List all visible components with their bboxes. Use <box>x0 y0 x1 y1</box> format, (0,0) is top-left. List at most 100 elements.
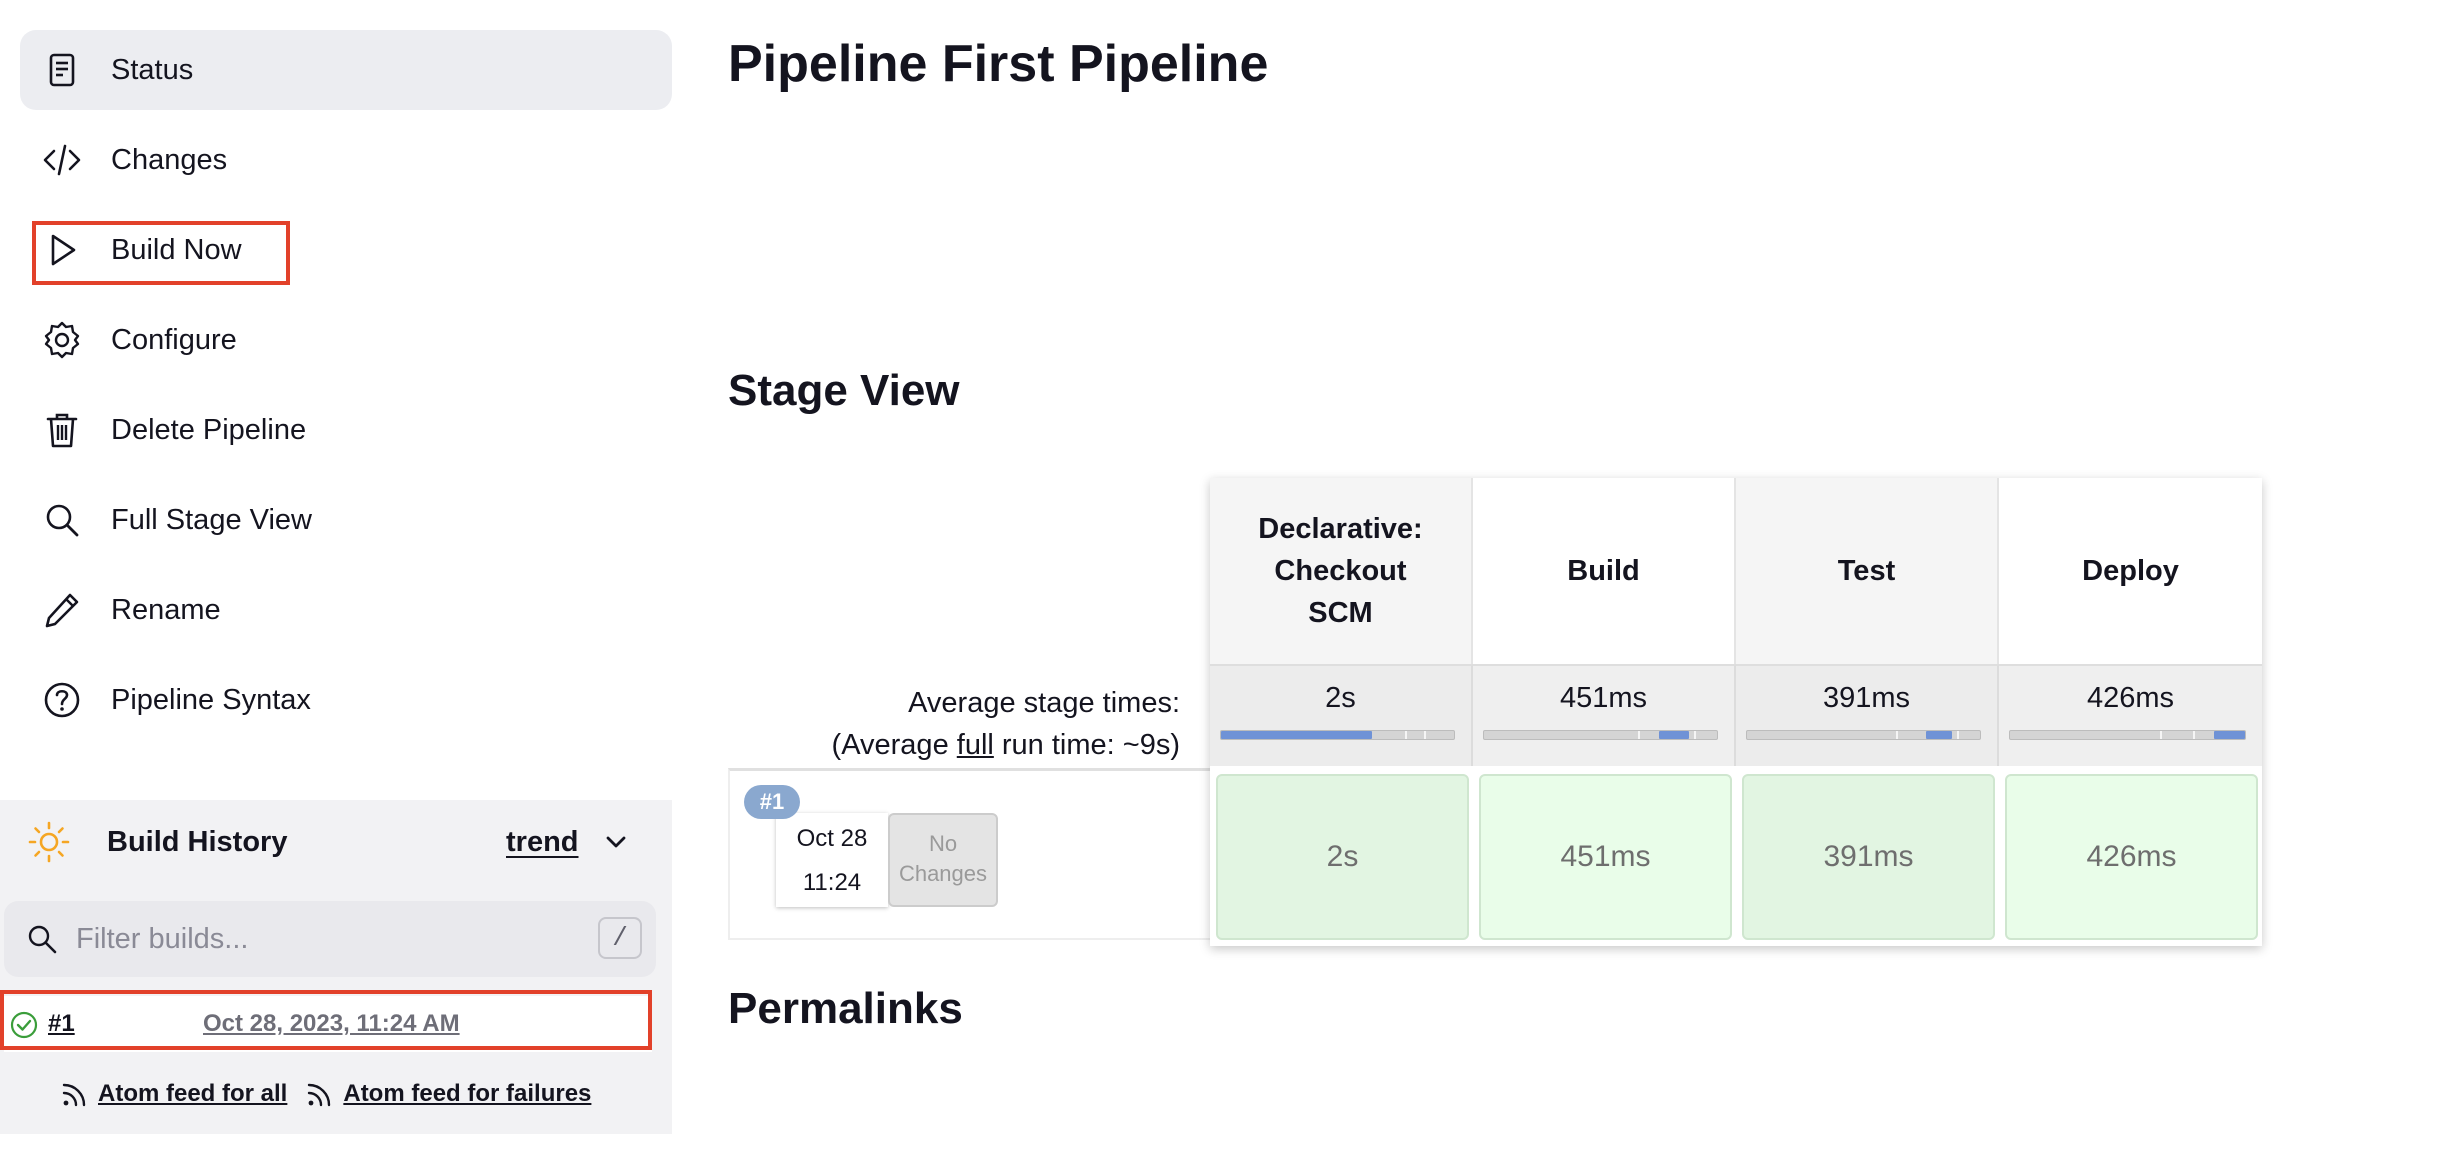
rss-icon <box>308 1083 331 1107</box>
task-configure[interactable]: Configure <box>20 300 672 380</box>
progress-tick <box>1896 731 1899 739</box>
stage-header-checkout-scm: Declarative: Checkout SCM <box>1210 478 1473 664</box>
average-full-suffix: run time: ~9s) <box>993 729 1180 761</box>
stage-progress-fill <box>2214 731 2245 739</box>
sidebar: Status Changes Build Now Configure Delet… <box>0 0 672 1156</box>
atom-feed-all-label[interactable]: Atom feed for all <box>98 1080 288 1107</box>
stage-header-build: Build <box>1473 478 1736 664</box>
task-label: Pipeline Syntax <box>111 684 311 716</box>
average-full-run-time: (Average full run time: ~9s) <box>728 724 1180 766</box>
stage-average-time: 391ms <box>1822 682 1911 714</box>
search-icon <box>26 923 58 955</box>
stage-view-heading: Stage View <box>728 366 960 415</box>
stage-progress-track <box>1220 730 1455 740</box>
filter-builds-box: / <box>4 901 656 977</box>
build-history-panel: / #1 Oct 28, 2023, 11:24 AM Atom feed fo… <box>0 884 672 1134</box>
task-label: Build Now <box>111 234 242 266</box>
atom-feed-all[interactable]: Atom feed for all <box>60 1079 287 1109</box>
average-full-prefix: (Average <box>831 729 957 761</box>
stage-name: Test <box>1837 555 1896 587</box>
progress-tick <box>1637 731 1640 739</box>
stage-result-cell[interactable]: 391ms <box>1742 774 1995 940</box>
build-history-header: Build History trend <box>0 800 672 884</box>
stage-average-cell: 391ms <box>1736 664 1999 766</box>
pencil-icon <box>42 590 82 630</box>
stage-result-cell[interactable]: 451ms <box>1479 774 1732 940</box>
task-rename[interactable]: Rename <box>20 570 672 650</box>
filter-builds-input[interactable] <box>76 911 576 967</box>
stage-header-deploy: Deploy <box>1999 478 2262 664</box>
task-label: Delete Pipeline <box>111 414 307 446</box>
stage-average-cell: 426ms <box>1999 664 2262 766</box>
keyboard-shortcut-hint: / <box>598 917 642 959</box>
stage-result-cell[interactable]: 426ms <box>2005 774 2258 940</box>
stage-name: Build <box>1567 555 1640 587</box>
task-delete-pipeline[interactable]: Delete Pipeline <box>20 390 672 470</box>
stage-result-cell[interactable]: 2s <box>1216 774 1469 940</box>
stage-result-time: 451ms <box>1560 840 1651 873</box>
atom-feeds: Atom feed for all Atom feed for failures <box>60 1074 609 1114</box>
permalinks-heading: Permalinks <box>728 984 963 1033</box>
progress-tick <box>1423 731 1426 739</box>
task-changes[interactable]: Changes <box>20 120 672 200</box>
success-check-icon <box>10 1011 38 1039</box>
stage-progress-track <box>1483 730 1718 740</box>
run-badge[interactable]: #1 <box>744 785 800 819</box>
gear-icon <box>42 320 82 360</box>
run-time: 11:24 <box>802 869 862 896</box>
page-title: Pipeline First Pipeline <box>728 35 1269 93</box>
run-date: Oct 28 <box>796 825 868 852</box>
stage-name: Deploy <box>2082 555 2179 587</box>
progress-tick <box>2160 731 2163 739</box>
stage-average-cell: 2s <box>1210 664 1473 766</box>
build-row[interactable]: #1 Oct 28, 2023, 11:24 AM <box>4 996 652 1052</box>
trash-icon <box>42 410 82 450</box>
stage-grid: Declarative: Checkout SCM Build Test Dep… <box>1210 478 2262 946</box>
task-build-now[interactable]: Build Now <box>20 210 672 290</box>
stage-average-time: 451ms <box>1559 682 1648 714</box>
document-icon <box>42 50 82 90</box>
search-icon <box>42 500 82 540</box>
task-label: Status <box>111 54 194 86</box>
task-label: Changes <box>111 144 228 176</box>
help-circle-icon <box>42 680 82 720</box>
task-label: Configure <box>111 324 237 356</box>
progress-tick <box>1405 731 1408 739</box>
task-label: Rename <box>111 594 221 626</box>
progress-tick <box>2193 731 2196 739</box>
stage-name: Declarative: Checkout SCM <box>1258 513 1423 629</box>
stage-view-table: Average stage times: (Average full run t… <box>728 478 2268 948</box>
build-date-link[interactable]: Oct 28, 2023, 11:24 AM <box>203 1010 460 1037</box>
rss-icon <box>62 1083 86 1107</box>
trend-link[interactable]: trend <box>506 826 579 858</box>
average-full-link[interactable]: full <box>956 729 994 761</box>
task-status[interactable]: Status <box>20 30 672 110</box>
stage-progress-track <box>2009 730 2246 740</box>
build-history-title: Build History <box>107 826 288 858</box>
average-stage-times-text: Average stage times: <box>908 687 1180 719</box>
play-icon <box>42 230 82 270</box>
atom-feed-failures[interactable]: Atom feed for failures <box>305 1079 591 1109</box>
progress-tick <box>1693 731 1696 739</box>
sun-icon <box>27 820 71 864</box>
task-pipeline-syntax[interactable]: Pipeline Syntax <box>20 660 672 740</box>
stage-progress-fill <box>1221 731 1373 739</box>
main-content: Pipeline First Pipeline Stage View Avera… <box>728 0 2442 1156</box>
stage-progress-fill <box>1926 731 1953 739</box>
run-row: Oct 28 11:24 No Changes #1 <box>728 768 1210 940</box>
run-date-card[interactable]: Oct 28 11:24 <box>776 813 888 907</box>
average-stage-times-label: Average stage times: (Average full run t… <box>728 682 1180 766</box>
stage-average-time: 426ms <box>2086 682 2175 714</box>
build-number-link[interactable]: #1 <box>48 1010 75 1037</box>
stage-result-time: 426ms <box>2086 840 2177 873</box>
stage-progress-fill <box>1658 731 1690 739</box>
atom-feed-failures-label[interactable]: Atom feed for failures <box>343 1080 592 1107</box>
run-changes: No Changes <box>888 813 998 907</box>
progress-tick <box>1956 731 1959 739</box>
chevron-down-icon[interactable] <box>602 828 630 856</box>
stage-average-time: 2s <box>1325 682 1356 714</box>
code-icon <box>42 140 82 180</box>
task-label: Full Stage View <box>111 504 312 536</box>
stage-average-cell: 451ms <box>1473 664 1736 766</box>
task-full-stage-view[interactable]: Full Stage View <box>20 480 672 560</box>
